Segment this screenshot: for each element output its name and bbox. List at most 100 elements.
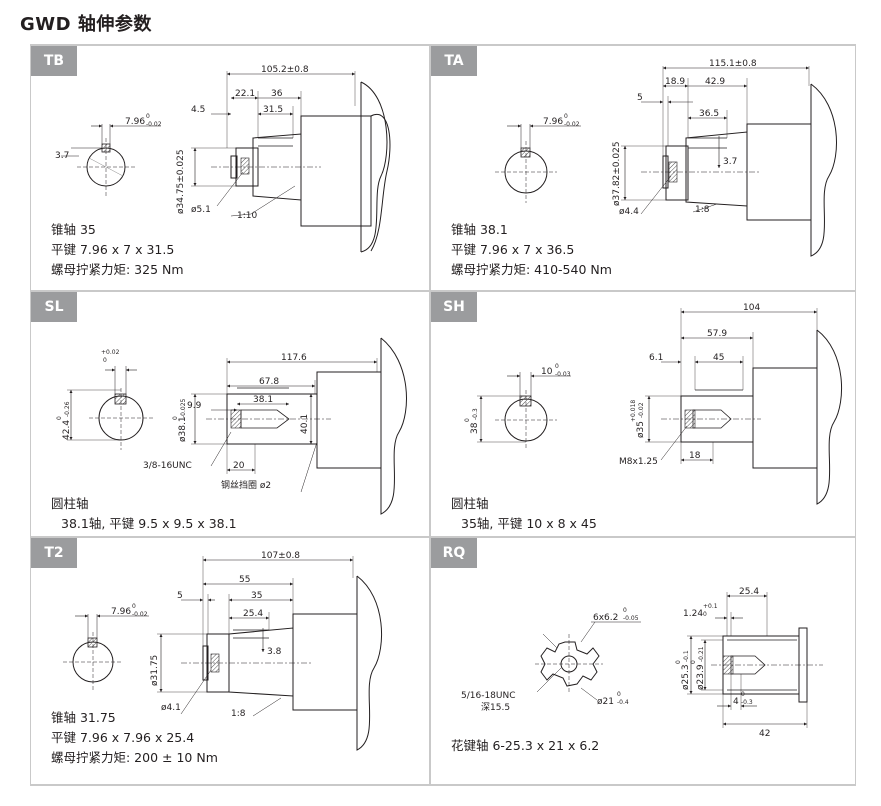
sl-drawing: +0.02 0 42.4 0 -0.26	[56, 337, 407, 515]
ta-info: 锥轴 38.1 平键 7.96 x 7 x 36.5 螺母拧紧力矩: 410-5…	[451, 220, 612, 280]
rq-drawing: 6x6.2 0 -0.05 5/16-18UNC 深15.5 ø21 0 -0.…	[461, 587, 823, 739]
ta-dim-3: 5	[637, 93, 643, 103]
tb-key-up: 0	[146, 113, 150, 120]
sh-info: 圆柱轴 35轴, 平键 10 x 8 x 45	[451, 494, 597, 534]
rq-diameter: ø25.3	[681, 664, 691, 690]
sh-depth-up: 0	[464, 418, 471, 422]
t2-side-view	[157, 556, 383, 751]
tb-dim-3: 4.5	[191, 105, 205, 115]
ta-drawing: 7.96 0 -0.02	[495, 59, 837, 257]
t2-taper: 1:8	[231, 709, 246, 719]
rq-dia-tol: -0.1	[683, 650, 690, 662]
sh-thread: M8x1.25	[619, 457, 658, 467]
t2-key-width: 7.96	[111, 607, 131, 617]
sh-depth-tol: -0.3	[472, 408, 479, 420]
sl-dim-3: 38.1	[253, 395, 273, 405]
sh-info-line: 35轴, 平键 10 x 8 x 45	[461, 516, 597, 531]
rq-dia2-up: 0	[690, 660, 697, 664]
panel-tag-ta: TA	[431, 46, 477, 76]
rq-minor-up: 0	[617, 691, 621, 698]
rq-thread-depth: 深15.5	[481, 702, 510, 713]
sl-key-up: +0.02	[101, 349, 120, 356]
rq-dia-up: 0	[675, 660, 682, 664]
sl-key-low: 0	[103, 357, 107, 364]
ta-dim-4: 36.5	[699, 109, 719, 119]
tb-dim-2: 36	[271, 89, 283, 99]
rq-dim-1-tol: 0	[703, 611, 707, 618]
rq-spline-section	[535, 621, 641, 701]
ta-depth: 3.7	[723, 157, 737, 167]
panel-tag-t2: T2	[31, 538, 77, 568]
sl-depth-tol: -0.26	[64, 401, 71, 417]
sh-dim-4: 18	[689, 451, 701, 461]
rq-dim-2: 4	[733, 697, 739, 707]
rq-diameter-2: ø23.9	[696, 664, 706, 690]
rq-spline-tol: -0.05	[623, 615, 639, 622]
tb-key-depth: 3.7	[55, 151, 69, 161]
sh-key-up: 0	[555, 363, 559, 370]
panel-ta: TA 7.96 0 -0.02	[430, 45, 856, 291]
sl-diameter: ø38.1	[178, 416, 188, 442]
ta-section	[495, 124, 581, 203]
t2-key-up: 0	[132, 603, 136, 610]
panel-tag-tb: TB	[31, 46, 77, 76]
tb-side-view	[191, 71, 391, 253]
sl-diameter-2: 40.1	[300, 414, 310, 434]
sl-ring: 钢丝挡圈 ø2	[221, 479, 271, 491]
tb-total-length: 105.2±0.8	[261, 65, 309, 75]
sl-dim-2: 9.9	[187, 401, 202, 411]
rq-dia2-tol: -0.21	[698, 646, 705, 662]
tb-drawing: 7.96 0 -0.02 3.7	[55, 65, 391, 253]
ta-dim-2: 42.9	[705, 77, 725, 87]
rq-dim-2-up: 0	[741, 691, 745, 698]
sh-depth: 38	[470, 422, 480, 434]
ta-hole: ø4.4	[619, 207, 639, 217]
rq-side-view	[687, 592, 823, 728]
ta-side-view	[621, 66, 837, 257]
sl-dim-4: 20	[233, 461, 245, 471]
tb-info-line: 平键 7.96 x 7 x 31.5	[51, 242, 175, 257]
t2-drawing: 7.96 0 -0.02	[63, 551, 383, 751]
sh-dia-tol: -0.02	[638, 402, 645, 418]
rq-spline-up: 0	[623, 607, 627, 614]
rq-info-line: 花键轴 6-25.3 x 21 x 6.2	[451, 738, 600, 753]
rq-minor: ø21	[597, 697, 614, 707]
sl-dia-up: 0	[172, 416, 179, 420]
rq-dim-2-tol: -0.3	[741, 699, 753, 706]
sl-info-line: 圆柱轴	[51, 496, 89, 511]
rq-dim-1: 1.24	[683, 609, 703, 619]
sh-diameter: ø35	[636, 421, 646, 438]
ta-taper: 1:8	[695, 205, 710, 215]
t2-section	[63, 614, 149, 692]
rq-length: 25.4	[739, 587, 759, 597]
tb-info: 锥轴 35 平键 7.96 x 7 x 31.5 螺母拧紧力矩: 325 Nm	[51, 220, 184, 280]
t2-info-line: 锥轴 31.75	[51, 710, 116, 725]
sl-dim-1: 67.8	[259, 377, 279, 387]
sh-total-length: 104	[743, 303, 760, 313]
t2-dim-1: 55	[239, 575, 250, 585]
sl-depth: 42.4	[62, 420, 72, 440]
sl-info: 圆柱轴 38.1轴, 平键 9.5 x 9.5 x 38.1	[51, 494, 237, 534]
panel-sh: SH 10 0 -0.03 38 0 -0.3	[430, 291, 856, 537]
panel-sl: SL +0.02 0 42.4 0 -0.26	[30, 291, 430, 537]
page-title: GWD 轴伸参数	[20, 14, 152, 35]
sh-dim-1: 57.9	[707, 329, 727, 339]
tb-hole: ø5.1	[191, 205, 211, 215]
rq-minor-tol: -0.4	[617, 699, 629, 706]
ta-info-line: 平键 7.96 x 7 x 36.5	[451, 242, 575, 257]
rq-spline: 6x6.2	[593, 613, 618, 623]
shaft-grid: TB 7.96 0 -0.02 3.7	[30, 44, 856, 786]
ta-key-up: 0	[564, 113, 568, 120]
sh-drawing: 10 0 -0.03 38 0 -0.3	[464, 303, 843, 505]
t2-info-line: 平键 7.96 x 7.96 x 25.4	[51, 730, 195, 745]
t2-dim-3: 35	[251, 591, 262, 601]
sh-info-line: 圆柱轴	[451, 496, 489, 511]
tb-diameter: ø34.75±0.025	[176, 149, 186, 214]
t2-dim-2: 5	[177, 591, 183, 601]
sh-key-tol: -0.03	[555, 371, 571, 378]
rq-total-length: 42	[759, 729, 770, 739]
sh-dia-up: +0.018	[630, 400, 637, 422]
tb-dim-4: 31.5	[263, 105, 283, 115]
tb-info-line: 螺母拧紧力矩: 325 Nm	[51, 262, 184, 277]
rq-thread: 5/16-18UNC	[461, 691, 516, 701]
